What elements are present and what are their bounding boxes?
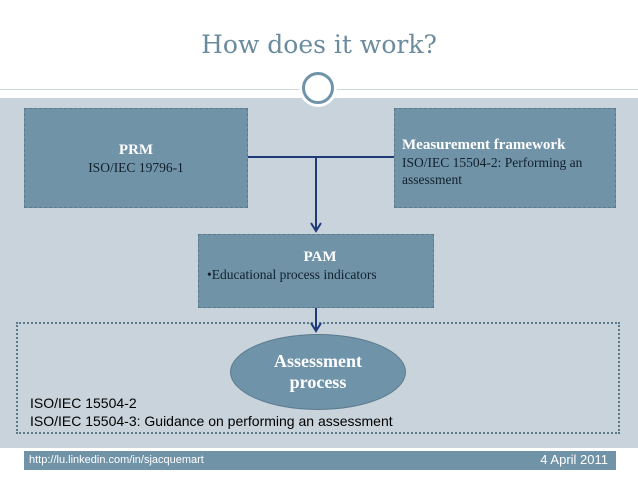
- assessment-process-ellipse: Assessment process: [230, 334, 406, 410]
- slide-title: How does it work?: [201, 30, 437, 59]
- footer-url: http://lu.linkedin.com/in/sjacquemart: [29, 454, 204, 466]
- pam-bullet: •Educational process indicators: [207, 267, 377, 282]
- assessment-line-1: Assessment: [274, 351, 362, 371]
- standard-item: ISO/IEC 15504-3: Guidance on performing …: [30, 413, 393, 429]
- standards-list: ISO/IEC 15504-2 ISO/IEC 15504-3: Guidanc…: [30, 394, 393, 430]
- standard-item: ISO/IEC 15504-2: [30, 395, 137, 411]
- prm-box: PRM ISO/IEC 19796-1: [24, 108, 248, 208]
- footer-date: 4 April 2011: [540, 452, 608, 467]
- circle-ornament-icon: [302, 72, 334, 104]
- assessment-line-2: process: [289, 372, 347, 392]
- measurement-framework-heading: Measurement framework: [402, 137, 566, 153]
- measurement-framework-line-2: assessment: [402, 172, 462, 187]
- pam-heading: PAM: [303, 249, 337, 265]
- prm-heading: PRM: [118, 142, 154, 158]
- pam-box: PAM •Educational process indicators: [198, 234, 434, 308]
- footer-bar: [24, 451, 616, 470]
- prm-standard: ISO/IEC 19796-1: [88, 160, 184, 175]
- measurement-framework-line-1: ISO/IEC 15504-2: Performing an: [402, 155, 583, 170]
- measurement-framework-box: Measurement framework ISO/IEC 15504-2: P…: [394, 108, 616, 208]
